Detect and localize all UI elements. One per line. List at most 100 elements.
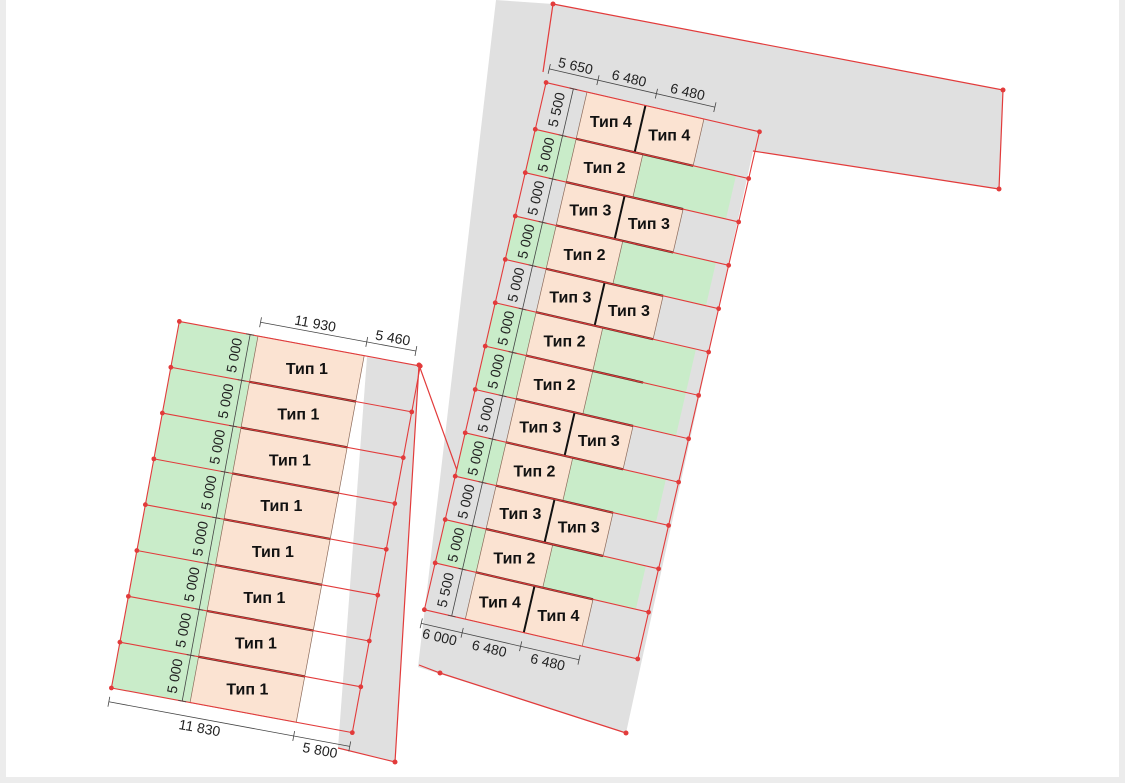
parcel-front bbox=[153, 413, 242, 474]
parcel-line bbox=[119, 641, 361, 688]
parcel-front bbox=[445, 476, 497, 530]
dim-tick bbox=[186, 654, 195, 657]
unit-label: Тип 3 bbox=[578, 433, 620, 450]
dim-tick bbox=[229, 425, 238, 428]
party-wall bbox=[613, 195, 626, 240]
row-dimension: 5 000 bbox=[464, 439, 488, 477]
parcel-line bbox=[162, 412, 404, 459]
parcel-line bbox=[525, 172, 739, 223]
parcel-line bbox=[170, 366, 412, 413]
unit-label: Тип 4 bbox=[537, 608, 579, 625]
row-dimension: 5 000 bbox=[504, 266, 528, 304]
parcel-front bbox=[455, 432, 507, 486]
unit-label: Тип 1 bbox=[269, 452, 311, 469]
boundary-point bbox=[1000, 87, 1006, 93]
parcel-line bbox=[445, 519, 659, 570]
parcel-line bbox=[455, 475, 669, 526]
parcel-front bbox=[136, 504, 225, 566]
bottom-dimension: 6 480 bbox=[470, 637, 508, 661]
dim-tick bbox=[713, 102, 717, 113]
parcel-point bbox=[635, 656, 641, 662]
parcel-front bbox=[505, 216, 557, 269]
parcel-front bbox=[485, 302, 537, 356]
dim-tick bbox=[259, 317, 262, 328]
row-dimension: 5 000 bbox=[215, 382, 237, 420]
row-dimension: 5 000 bbox=[444, 526, 468, 564]
row-dimension: 5 000 bbox=[534, 136, 558, 174]
unit-label: Тип 1 bbox=[243, 590, 285, 607]
parcel-line bbox=[515, 215, 729, 266]
parcel-front bbox=[170, 321, 258, 382]
dim-tick bbox=[547, 63, 551, 74]
party-wall bbox=[563, 412, 576, 457]
boundary-point bbox=[550, 1, 556, 7]
dim-tick bbox=[220, 470, 229, 474]
parcel-front bbox=[111, 642, 199, 703]
unit-label: Тип 2 bbox=[584, 160, 626, 177]
boundary-point bbox=[392, 759, 398, 765]
dim-tick bbox=[348, 741, 352, 752]
parcel-line bbox=[128, 595, 370, 642]
dim-tick bbox=[237, 379, 246, 382]
site-boundary bbox=[418, 364, 464, 488]
dim-tick bbox=[508, 351, 517, 354]
block-edge bbox=[423, 82, 547, 610]
unit-label: Тип 1 bbox=[277, 407, 319, 424]
parcel-line bbox=[505, 258, 719, 310]
dim-line bbox=[260, 321, 416, 352]
dim-tick bbox=[528, 264, 537, 267]
dim-tick bbox=[518, 307, 527, 311]
dim-line bbox=[421, 622, 580, 661]
dim-tick bbox=[292, 731, 296, 741]
unit-label: Тип 3 bbox=[569, 203, 611, 220]
bottom-dimension: 11 830 bbox=[178, 716, 222, 739]
dim-tick bbox=[212, 516, 221, 519]
dim-tick bbox=[478, 481, 487, 484]
parcel-front bbox=[119, 596, 208, 657]
row-dimension: 5 000 bbox=[494, 309, 518, 347]
parcel-line bbox=[424, 609, 638, 660]
boundary-point bbox=[437, 670, 443, 676]
unit-label: Тип 3 bbox=[558, 520, 600, 537]
unit-label: Тип 1 bbox=[286, 361, 328, 378]
unit-label: Тип 2 bbox=[533, 377, 575, 394]
parcel-line bbox=[495, 302, 709, 353]
parcel-front bbox=[424, 562, 477, 620]
parcel-line bbox=[111, 687, 353, 734]
dim-tick bbox=[519, 641, 523, 652]
unit-label: Тип 1 bbox=[226, 681, 268, 698]
parcel-front bbox=[145, 458, 233, 520]
dim-tick bbox=[498, 394, 507, 398]
row-dimension: 5 000 bbox=[206, 428, 228, 466]
dim-tick bbox=[577, 654, 581, 665]
party-wall bbox=[633, 105, 647, 153]
dim-tick bbox=[246, 333, 255, 336]
row-dimension: 5 000 bbox=[454, 482, 478, 520]
row-dimension: 5 000 bbox=[198, 474, 220, 512]
bottom-dimension: 6 000 bbox=[421, 625, 459, 649]
dim-tick bbox=[195, 608, 204, 611]
parcel-line bbox=[153, 458, 395, 505]
parcel-front bbox=[525, 129, 577, 183]
dim-tick bbox=[558, 134, 567, 137]
dim-tick bbox=[654, 88, 658, 99]
top-dimension: 6 480 bbox=[669, 80, 707, 104]
row-dimension: 5 000 bbox=[514, 222, 538, 260]
row-dimension: 5 000 bbox=[164, 657, 186, 695]
dim-tick bbox=[419, 618, 423, 629]
dim-tick bbox=[203, 562, 212, 565]
party-wall bbox=[522, 585, 536, 633]
parcel-front bbox=[128, 550, 216, 611]
unit-label: Тип 3 bbox=[519, 419, 561, 436]
dim-tick bbox=[538, 221, 547, 224]
parcel-point bbox=[176, 319, 182, 324]
row-dimension: 5 000 bbox=[189, 520, 211, 558]
top-dimension: 11 930 bbox=[293, 312, 337, 335]
parcel-line bbox=[179, 320, 421, 367]
block-edge bbox=[110, 321, 180, 689]
row-dimension: 5 000 bbox=[474, 396, 498, 434]
bottom-dimension: 6 480 bbox=[529, 650, 567, 674]
